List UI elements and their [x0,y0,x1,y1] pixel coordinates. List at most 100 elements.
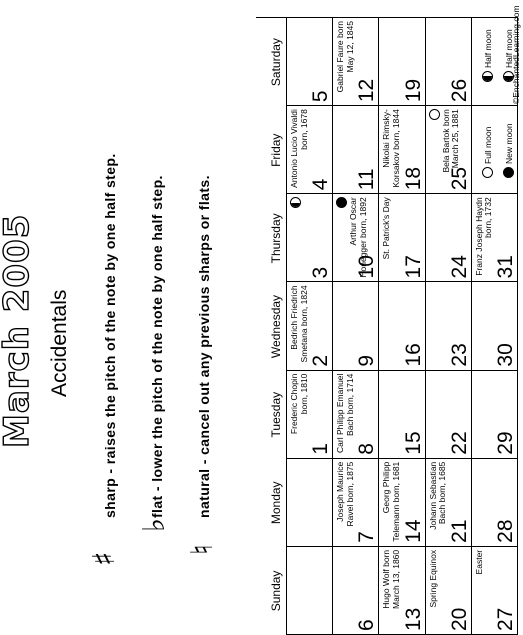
flat-icon: ♭ [137,517,172,532]
accidental-natural-text: natural - cancel out any previous sharps… [196,175,212,518]
accidental-sharp-text: sharp - raises the pitch of the note by … [102,153,118,518]
event-note: Joseph Maurice Ravel born, 1875 [335,461,355,527]
day-header-saturday: Saturday [269,38,283,87]
event-note: Easter [473,549,484,575]
legend-label: New moon [503,123,514,164]
event-note: Franz Joseph Haydn born, 1732 [473,197,494,276]
calendar: Sunday Monday Tuesday Wednesday Thursday Frid… [256,17,518,635]
date-number: 30 [494,343,517,367]
date-number: 22 [447,431,471,455]
calendar-cell: 22 [424,370,471,459]
legend-half-moon: Half moon [503,29,514,82]
event-note: Bela Bartok born March 25, 1881 [440,109,461,173]
date-number: 3 [309,266,333,279]
calendar-cell: 23 [424,282,471,371]
sharp-icon: ♯ [87,551,122,566]
date-number: 23 [447,343,471,367]
natural-icon: ♮ [185,544,220,555]
event-note: Antonio Lucio Vivaldi born, 1678 [289,109,309,188]
legend-new-moon: New moon [503,123,514,178]
date-number: 16 [401,343,425,367]
date-number: 6 [355,619,379,631]
legend-full-moon: Full moon [482,127,493,178]
date-number: 2 [309,354,333,367]
day-header-thursday: Thursday [269,213,283,264]
calendar-cell [286,458,333,547]
calendar-cell: 24 [424,194,471,283]
date-number: 9 [355,354,379,367]
accidental-flat-text: flat - lower the pitch of the note by on… [149,175,165,518]
day-header-sunday: Sunday [269,570,283,612]
date-number: 17 [401,255,425,279]
legend-half-moon: Half moon [482,29,493,82]
calendar-cell: 19 [378,18,425,107]
date-number: 14 [401,519,425,543]
date-number: 15 [401,431,425,455]
calendar-cell: 15 [378,370,425,459]
event-note: Frederic Chopin born, 1810 [289,373,309,435]
half-moon-icon [503,71,514,82]
half-moon-icon [290,197,301,209]
event-note: Arthur Oscar Honegger born, 1892 [348,197,368,278]
calendar-cell: 20 Spring Equinox [424,546,471,635]
event-note: Georg Philipp Telemann born, 1681 [381,461,401,542]
page-title: March 2005 [0,213,38,449]
full-moon-icon [482,167,493,178]
calendar-cell: 5 [286,18,333,107]
date-number: 19 [401,78,425,103]
calendar-cell: 17 St. Patrick's Day [378,194,425,283]
date-number: 26 [447,78,471,103]
page-subtitle: Accidentals [48,289,71,397]
date-number: 4 [309,178,333,191]
calendar-cell: 30 [470,282,517,371]
event-note: Spring Equinox [427,549,438,608]
calendar-cell: 11 [332,106,379,195]
date-number: 7 [355,531,379,543]
date-number: 29 [494,431,517,455]
calendar-grid: Sunday Monday Tuesday Wednesday Thursday Frid… [256,17,518,635]
event-note: Nikolai Rimsky-Korsakov born, 1844 [381,109,401,188]
date-number: 20 [447,607,471,631]
date-number: 28 [494,519,517,543]
calendar-cell: 28 [470,458,517,547]
day-header-tuesday: Tuesday [269,391,283,438]
calendar-cell: 26 [424,18,471,107]
new-moon-icon [503,167,514,178]
date-number: 1 [309,443,333,455]
date-number: 21 [447,519,471,543]
event-note: Gabriel Faure born May 12, 1845 [335,21,355,93]
day-header-monday: Monday [269,481,283,525]
event-note: Johann Sebastian Bach born, 1685 [427,461,448,530]
date-number: 18 [401,166,425,191]
date-number: 11 [355,168,379,191]
date-number: 31 [494,255,517,279]
date-number: 24 [447,255,471,279]
calendar-cell: 6 [332,546,379,635]
calendar-cell: 9 [332,282,379,371]
event-note: St. Patrick's Day [381,197,392,260]
legend-label: Half moon [503,29,514,68]
new-moon-icon [336,197,348,209]
day-header-friday: Friday [269,133,283,167]
date-number: 13 [401,607,425,631]
event-note: Carl Philipp Emanuel Bach born, 1714 [335,373,355,453]
day-header-wednesday: Wednesday [269,294,283,359]
date-number: 8 [355,443,379,455]
event-note: Bedrich Friedrich Smetana born, 1824 [289,285,309,363]
date-number: 12 [355,78,379,103]
calendar-cell [286,546,333,635]
full-moon-icon [428,109,440,121]
